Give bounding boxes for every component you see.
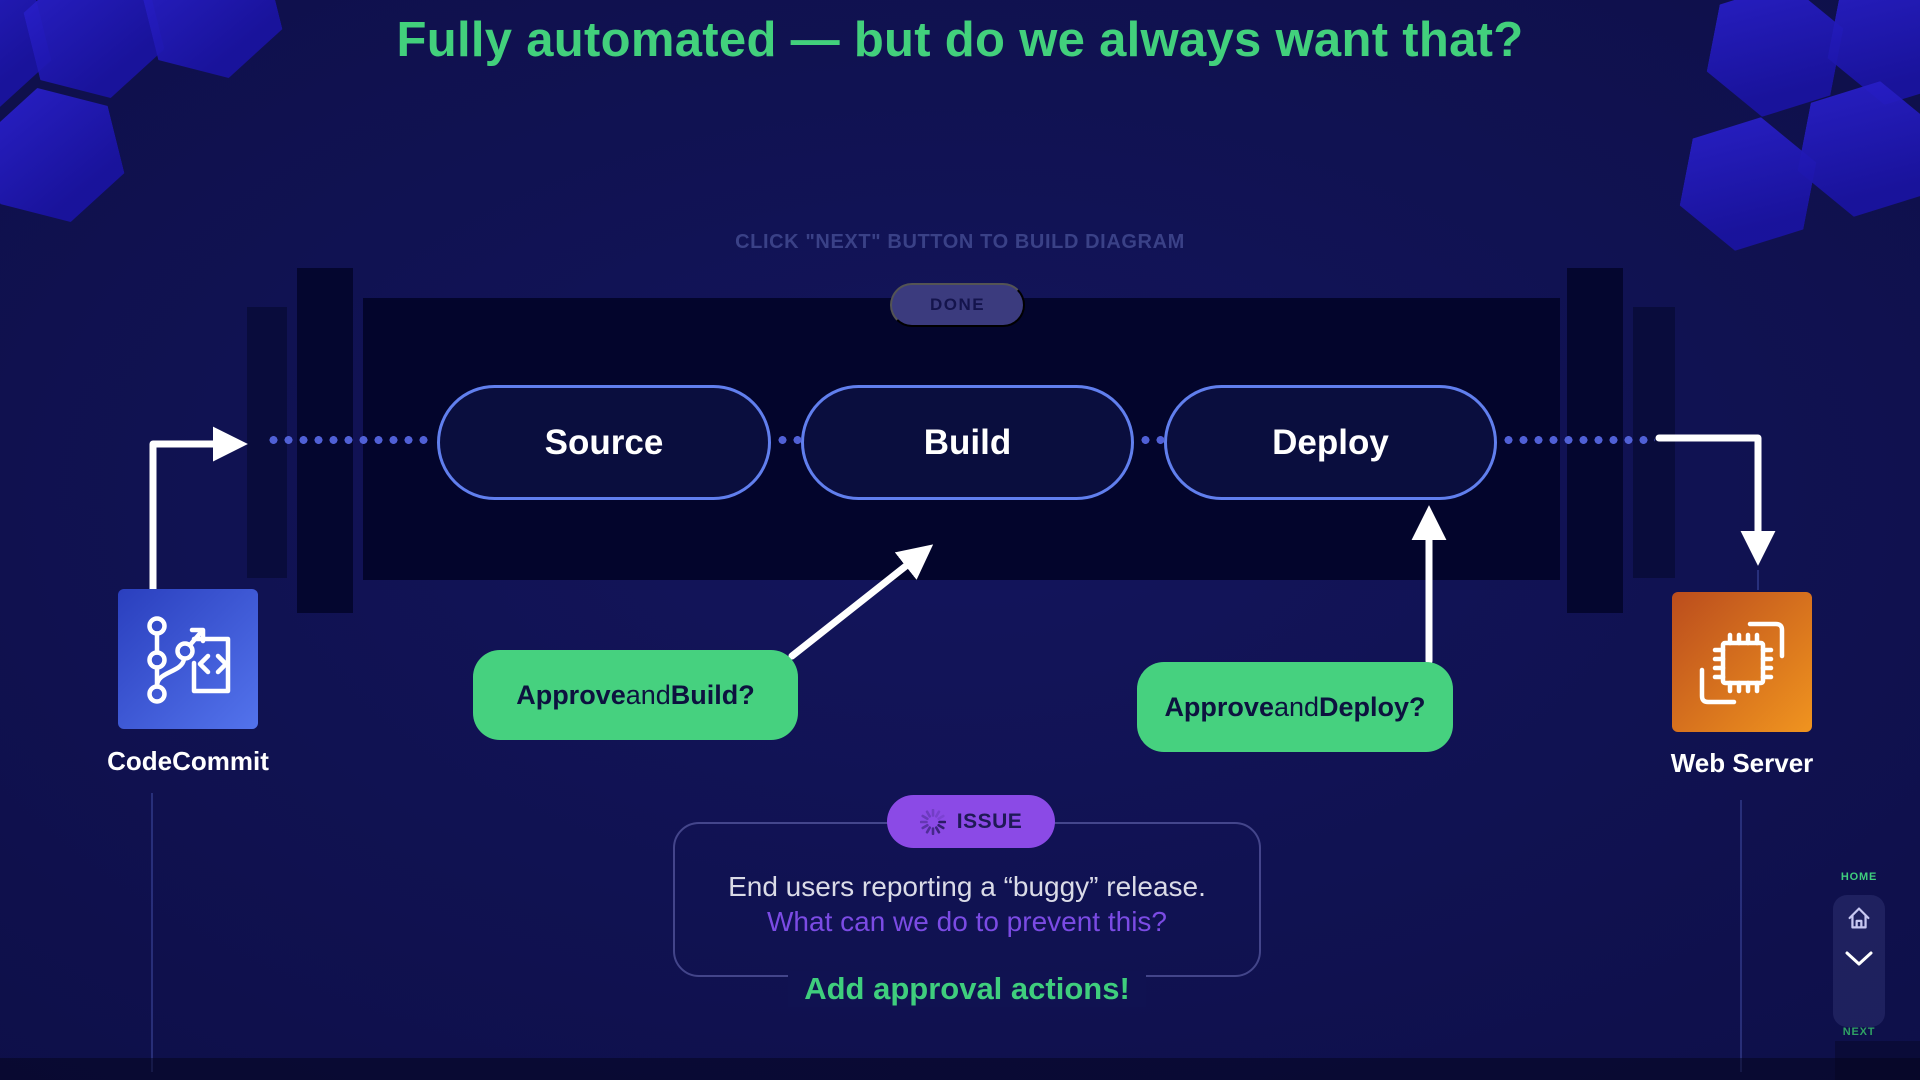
chevron-down-icon: [1845, 951, 1873, 966]
server-chip-glyph: [1699, 621, 1785, 705]
stage-pill-deploy: Deploy: [1164, 385, 1497, 500]
next-label: NEXT: [1842, 1026, 1876, 1038]
nav-panel: [1833, 895, 1885, 1027]
stage-pill-source: Source: [437, 385, 771, 500]
approve-deploy-button[interactable]: Approve and Deploy?: [1137, 662, 1453, 752]
approve-text: and: [625, 679, 671, 710]
done-button[interactable]: DONE: [890, 283, 1025, 327]
stage-label: Source: [544, 422, 664, 462]
approve-text: and: [1273, 691, 1320, 722]
approve-text-bold: Approve: [1164, 691, 1274, 722]
issue-line1: End users reporting a “buggy” release.: [728, 871, 1206, 902]
git-commit-code-glyph: [147, 616, 231, 704]
issue-answer: Add approval actions!: [607, 971, 1327, 1007]
dotted-connector: [266, 435, 430, 445]
webserver-icon: [1672, 592, 1812, 732]
arrow-codecommit-to-pipeline: [149, 426, 248, 596]
approve-text-bold: Deploy?: [1319, 691, 1426, 722]
dotted-connector: [775, 435, 801, 445]
issue-line2: What can we do to prevent this?: [767, 906, 1167, 937]
dotted-connector: [1501, 435, 1655, 445]
arrow-approve-to-build: [788, 544, 934, 660]
build-diagram-hint: CLICK "NEXT" BUTTON TO BUILD DIAGRAM: [735, 231, 1185, 253]
issue-badge: ISSUE: [887, 795, 1055, 848]
home-label: HOME: [1840, 871, 1878, 883]
codecommit-label: CodeCommit: [107, 746, 269, 776]
home-icon: [1848, 907, 1870, 929]
arrow-pipeline-to-webserver: [1655, 434, 1776, 566]
approve-build-button[interactable]: Approve and Build?: [473, 650, 798, 740]
spinner-icon: [919, 808, 946, 835]
stage-label: Deploy: [1272, 422, 1389, 462]
issue-badge-label: ISSUE: [956, 809, 1023, 833]
stage-pill-build: Build: [801, 385, 1134, 500]
dotted-connector: [1138, 435, 1164, 445]
webserver-label: Web Server: [1670, 748, 1814, 778]
next-button[interactable]: [1840, 944, 1878, 974]
issue-answer-text: Add approval actions!: [788, 971, 1146, 1007]
bottom-strip: [0, 1058, 1920, 1080]
approve-text-bold: Approve: [516, 679, 626, 710]
codecommit-icon: [118, 589, 258, 729]
stage-label: Build: [923, 422, 1012, 462]
home-button[interactable]: [1840, 899, 1878, 937]
approve-text-bold: Build?: [670, 679, 755, 710]
slide-title: Fully automated — but do we always want …: [396, 13, 1524, 67]
